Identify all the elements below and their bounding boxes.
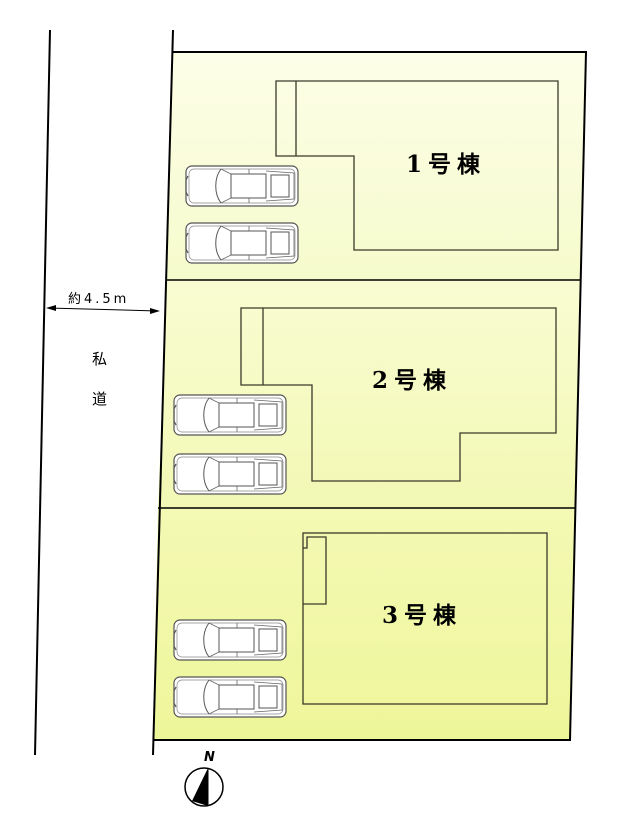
road-name-char-1: 私 [92, 350, 108, 368]
car-lot2-a [173, 394, 287, 436]
building-1-label: 1号棟 [406, 151, 487, 178]
site-left-edge [152, 29, 174, 756]
building-2-label: 2号棟 [372, 367, 453, 394]
car-lot1-b [185, 222, 299, 264]
road-width-dimension [46, 305, 160, 314]
north-arrow-icon [184, 767, 224, 807]
car-lot3-b [173, 676, 287, 718]
building-1-outline [275, 80, 559, 251]
site-boundary [153, 51, 588, 741]
car-lot2-b [173, 453, 287, 495]
road-left-edge [34, 29, 51, 756]
building-3-outline [302, 532, 548, 705]
building-2-outline [240, 307, 557, 482]
car-lot3-a [173, 619, 287, 661]
lot-2-area [158, 280, 581, 508]
road-width-label: 約4.5m [68, 292, 130, 307]
compass-north-label: N [204, 750, 215, 765]
road-name-char-2: 道 [92, 390, 108, 408]
building-3-label: 3号棟 [382, 602, 463, 629]
car-lot1-a [185, 165, 299, 207]
